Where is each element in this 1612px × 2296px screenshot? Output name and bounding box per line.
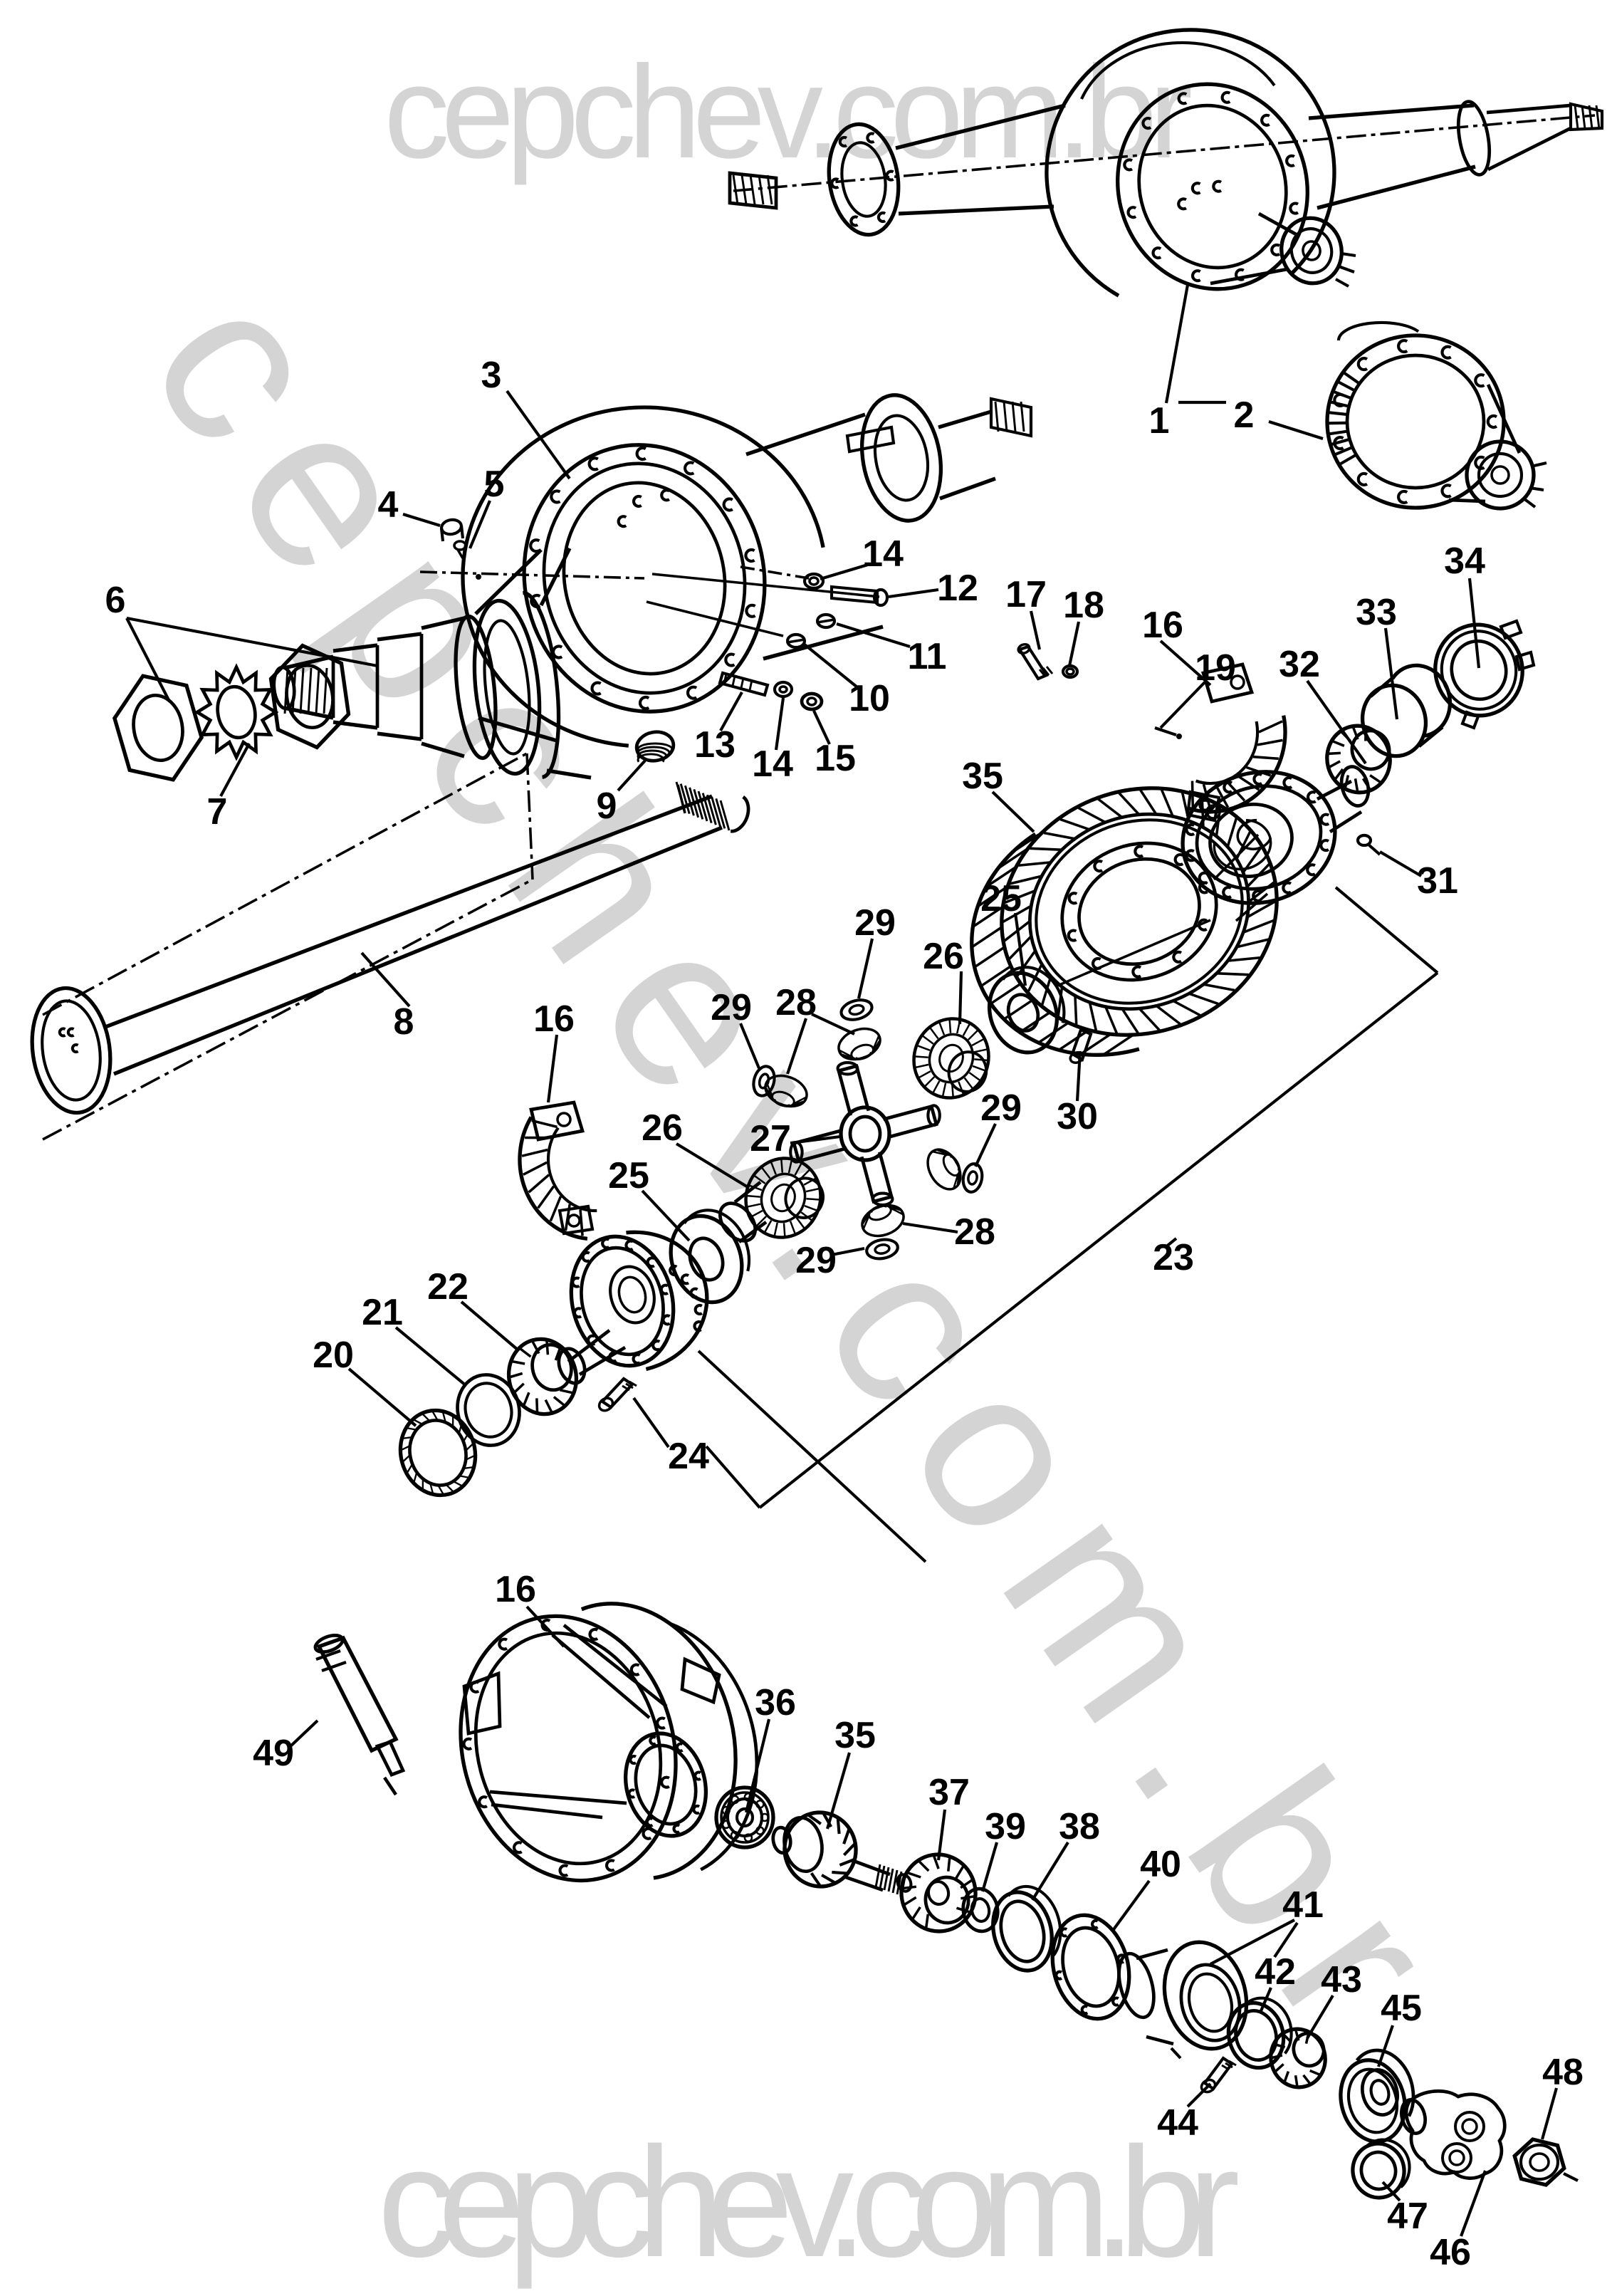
svg-text:5: 5 (484, 464, 505, 505)
svg-text:26: 26 (642, 1107, 683, 1149)
svg-text:25: 25 (980, 878, 1022, 919)
svg-text:28: 28 (954, 1211, 995, 1253)
svg-text:12: 12 (937, 568, 978, 609)
svg-text:2: 2 (1234, 395, 1255, 436)
svg-text:6: 6 (105, 580, 126, 621)
svg-text:20: 20 (313, 1335, 354, 1376)
svg-text:15: 15 (815, 738, 856, 779)
svg-text:16: 16 (1142, 605, 1183, 646)
svg-text:16: 16 (533, 998, 575, 1040)
svg-text:14: 14 (752, 743, 793, 785)
svg-text:46: 46 (1430, 2232, 1471, 2273)
svg-text:31: 31 (1417, 860, 1458, 902)
svg-text:cepchev.com.br: cepchev.com.br (377, 2114, 1237, 2290)
svg-text:38: 38 (1059, 1806, 1100, 1847)
svg-text:29: 29 (795, 1240, 837, 1281)
svg-text:28: 28 (775, 982, 817, 1023)
svg-text:37: 37 (928, 1772, 970, 1813)
svg-text:40: 40 (1140, 1844, 1181, 1885)
svg-text:10: 10 (849, 678, 890, 719)
svg-text:21: 21 (362, 1292, 403, 1333)
svg-text:27: 27 (750, 1118, 791, 1159)
svg-text:49: 49 (253, 1733, 294, 1774)
svg-text:42: 42 (1255, 1951, 1296, 1993)
svg-text:16: 16 (495, 1569, 536, 1610)
svg-text:47: 47 (1387, 2196, 1428, 2237)
svg-text:41: 41 (1282, 1884, 1324, 1926)
svg-text:43: 43 (1321, 1959, 1362, 2000)
svg-text:cepchev.com.br: cepchev.com.br (384, 39, 1191, 186)
svg-text:26: 26 (923, 936, 964, 977)
svg-text:30: 30 (1057, 1096, 1098, 1137)
svg-text:29: 29 (980, 1087, 1022, 1129)
svg-text:8: 8 (394, 1001, 414, 1043)
svg-text:29: 29 (854, 902, 896, 944)
svg-text:36: 36 (755, 1682, 796, 1723)
svg-text:25: 25 (608, 1155, 649, 1196)
svg-text:32: 32 (1279, 644, 1320, 685)
svg-text:45: 45 (1381, 1988, 1422, 2029)
svg-text:13: 13 (694, 724, 736, 766)
svg-text:11: 11 (908, 636, 947, 677)
svg-text:48: 48 (1542, 2052, 1584, 2093)
svg-text:4: 4 (378, 484, 399, 526)
svg-text:18: 18 (1063, 585, 1104, 626)
svg-text:22: 22 (427, 1266, 469, 1308)
svg-text:29: 29 (711, 987, 752, 1028)
svg-text:14: 14 (862, 533, 904, 575)
svg-text:34: 34 (1444, 541, 1485, 582)
svg-text:35: 35 (962, 756, 1003, 797)
svg-text:35: 35 (834, 1715, 876, 1756)
svg-text:33: 33 (1356, 592, 1397, 633)
svg-text:7: 7 (207, 791, 228, 833)
svg-text:24: 24 (668, 1436, 709, 1477)
svg-text:17: 17 (1005, 574, 1047, 615)
svg-text:3: 3 (481, 355, 502, 396)
svg-text:9: 9 (597, 786, 617, 827)
svg-text:39: 39 (985, 1806, 1026, 1847)
svg-text:1: 1 (1149, 400, 1170, 442)
svg-text:23: 23 (1153, 1237, 1194, 1278)
svg-text:44: 44 (1157, 2102, 1198, 2144)
